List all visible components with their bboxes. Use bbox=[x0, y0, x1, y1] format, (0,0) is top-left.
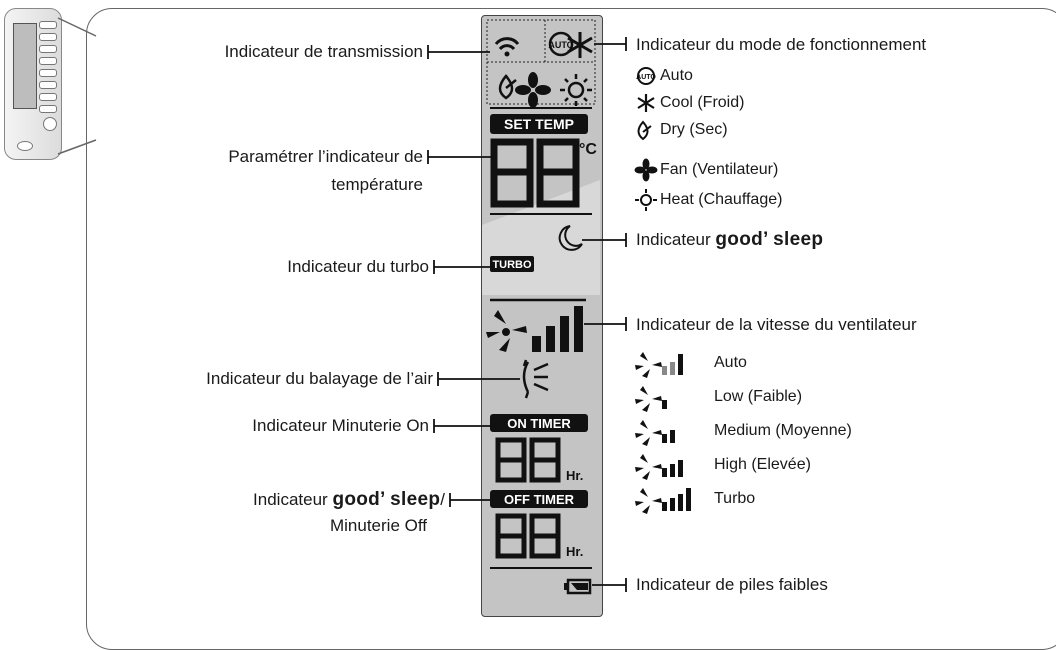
label-transmission: Indicateur de transmission bbox=[224, 42, 423, 61]
celsius-unit: °C bbox=[579, 141, 597, 158]
label-air-swing: Indicateur du balayage de l’air bbox=[206, 369, 433, 388]
mode-heat: Heat (Chauffage) bbox=[660, 191, 783, 208]
off-timer-digits bbox=[495, 513, 561, 559]
label-good-sleep-off-prefix: Indicateur bbox=[253, 490, 328, 509]
remote-round-button bbox=[43, 117, 57, 131]
legend-fan-icon bbox=[634, 158, 658, 182]
moon-icon bbox=[558, 225, 583, 251]
good-sleep-word: good’ sleep bbox=[332, 489, 441, 510]
off-timer-hr: Hr. bbox=[566, 544, 583, 559]
legend-dry-icon bbox=[637, 120, 652, 141]
remote-button bbox=[39, 93, 57, 101]
label-turbo: Indicateur du turbo bbox=[287, 257, 429, 276]
remote-button bbox=[39, 81, 57, 89]
legend-auto-badge-text: AUTO bbox=[636, 74, 656, 81]
remote-button bbox=[39, 69, 57, 77]
label-mode: Indicateur du mode de fonctionnement bbox=[636, 35, 927, 54]
remote-oval-button bbox=[17, 141, 33, 151]
speed-auto: Auto bbox=[714, 354, 747, 371]
mode-cool: Cool (Froid) bbox=[660, 94, 745, 111]
mode-dry: Dry (Sec) bbox=[660, 121, 728, 138]
on-timer-digits bbox=[495, 437, 561, 483]
sun-icon bbox=[560, 74, 592, 106]
battery-icon bbox=[564, 578, 592, 595]
label-set-temp-1: Paramétrer l’indicateur de bbox=[228, 147, 423, 166]
auto-badge-text: AUTO bbox=[548, 40, 573, 50]
fan-icon bbox=[515, 72, 551, 108]
speed-turbo: Turbo bbox=[714, 490, 756, 507]
remote-control bbox=[4, 8, 62, 160]
good-sleep-word-right: good’ sleep bbox=[715, 229, 824, 250]
snowflake-icon bbox=[567, 32, 593, 58]
remote-button bbox=[39, 33, 57, 41]
lcd-fan-speed bbox=[486, 306, 583, 352]
label-good-sleep-off-suffix: / bbox=[440, 490, 445, 509]
mode-fan: Fan (Ventilateur) bbox=[660, 161, 779, 178]
speed-medium: Medium (Moyenne) bbox=[714, 422, 852, 439]
auto-mode-icon: AUTO bbox=[548, 31, 574, 57]
leader-lines-left bbox=[427, 45, 520, 507]
legend-sun-icon bbox=[635, 189, 657, 211]
speed-low: Low (Faible) bbox=[714, 388, 803, 405]
mode-auto: Auto bbox=[660, 67, 693, 84]
remote-button bbox=[39, 105, 57, 113]
on-timer-hr: Hr. bbox=[566, 468, 583, 483]
off-timer-badge: OFF TIMER bbox=[504, 492, 575, 507]
label-good-sleep-off: Indicateur good’ sleep/ bbox=[253, 488, 445, 511]
legend-speed-icons bbox=[635, 352, 691, 514]
air-swing-icon bbox=[522, 359, 549, 399]
remote-button bbox=[39, 45, 57, 53]
dry-icon bbox=[498, 74, 517, 100]
label-battery: Indicateur de piles faibles bbox=[636, 575, 828, 594]
label-minuterie-off: Minuterie Off bbox=[329, 516, 427, 535]
turbo-badge: TURBO bbox=[492, 259, 532, 271]
remote-screen bbox=[13, 23, 37, 109]
legend-snowflake-icon bbox=[637, 94, 655, 112]
set-temp-badge: SET TEMP bbox=[504, 116, 574, 132]
remote-button bbox=[39, 57, 57, 65]
temp-digits bbox=[490, 138, 580, 208]
label-set-temp-2: température bbox=[331, 175, 423, 194]
remote-button bbox=[39, 21, 57, 29]
speed-high: High (Elevée) bbox=[714, 456, 811, 473]
legend-auto-icon: AUTO bbox=[636, 67, 656, 85]
leader-lines-right bbox=[582, 37, 627, 592]
on-timer-badge: ON TIMER bbox=[507, 416, 571, 431]
label-fan-speed: Indicateur de la vitesse du ventilateur bbox=[636, 315, 917, 334]
label-timer-on: Indicateur Minuterie On bbox=[252, 416, 429, 435]
label-good-sleep: Indicateur good’ sleep bbox=[636, 228, 823, 251]
label-good-sleep-prefix: Indicateur bbox=[636, 230, 711, 249]
wifi-icon bbox=[494, 37, 520, 57]
